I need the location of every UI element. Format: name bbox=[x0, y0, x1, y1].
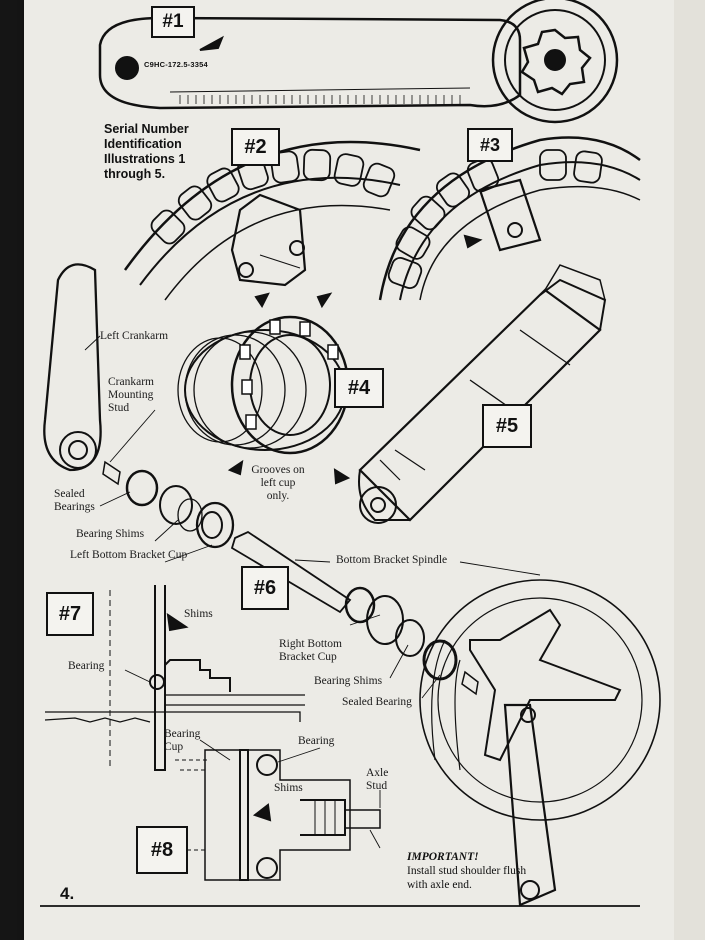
label-sealed-bearing: Sealed Bearing bbox=[342, 696, 412, 708]
figure-label-4: #4 bbox=[334, 368, 384, 408]
label-fig7-bearing: Bearing bbox=[68, 660, 105, 672]
label-left-bottom-bracket-cup: Left Bottom Bracket Cup bbox=[70, 549, 188, 561]
label-fig7-shims: Shims bbox=[184, 608, 213, 620]
label-fig8-bearing-cup: Bearing Cup bbox=[164, 728, 201, 753]
label-bearing-shims-right: Bearing Shims bbox=[314, 675, 383, 687]
important-text: Install stud shoulder flush with axle en… bbox=[407, 865, 527, 891]
label-bottom-bracket-spindle: Bottom Bracket Spindle bbox=[336, 554, 448, 566]
figure-label-7: #7 bbox=[46, 592, 94, 636]
page-title: Serial Number Identification Illustratio… bbox=[104, 122, 189, 181]
label-sealed-bearings: Sealed Bearings bbox=[54, 488, 95, 513]
figure-label-1: #1 bbox=[151, 6, 195, 38]
label-fig8-bearing: Bearing bbox=[298, 735, 335, 747]
figure-label-5: #5 bbox=[482, 404, 532, 448]
important-note: IMPORTANT! Install stud shoulder flush w… bbox=[407, 850, 527, 892]
label-grooves-note: Grooves on left cup only. bbox=[251, 464, 305, 502]
label-left-crankarm: Left Crankarm bbox=[100, 330, 169, 342]
label-crankarm-mounting-stud: Crankarm Mounting Stud bbox=[108, 376, 154, 414]
important-heading: IMPORTANT! bbox=[407, 851, 479, 863]
diagram-art bbox=[40, 0, 661, 907]
label-fig8-shims: Shims bbox=[274, 782, 303, 794]
figure-label-2: #2 bbox=[231, 128, 280, 166]
label-bearing-shims-left: Bearing Shims bbox=[76, 528, 145, 540]
label-right-bottom-bracket-cup: Right Bottom Bracket Cup bbox=[279, 638, 342, 663]
manual-page: Serial Number Identification Illustratio… bbox=[24, 0, 674, 940]
figure-label-6: #6 bbox=[241, 566, 289, 610]
background-right bbox=[674, 0, 705, 940]
background-left bbox=[0, 0, 24, 940]
figure-label-8: #8 bbox=[136, 826, 188, 874]
label-fig8-axle-stud: Axle Stud bbox=[366, 767, 389, 792]
page-number: 4. bbox=[60, 884, 75, 903]
serial-number: C9HC-172.5-3354 bbox=[144, 60, 208, 69]
figure-label-3: #3 bbox=[467, 128, 513, 162]
